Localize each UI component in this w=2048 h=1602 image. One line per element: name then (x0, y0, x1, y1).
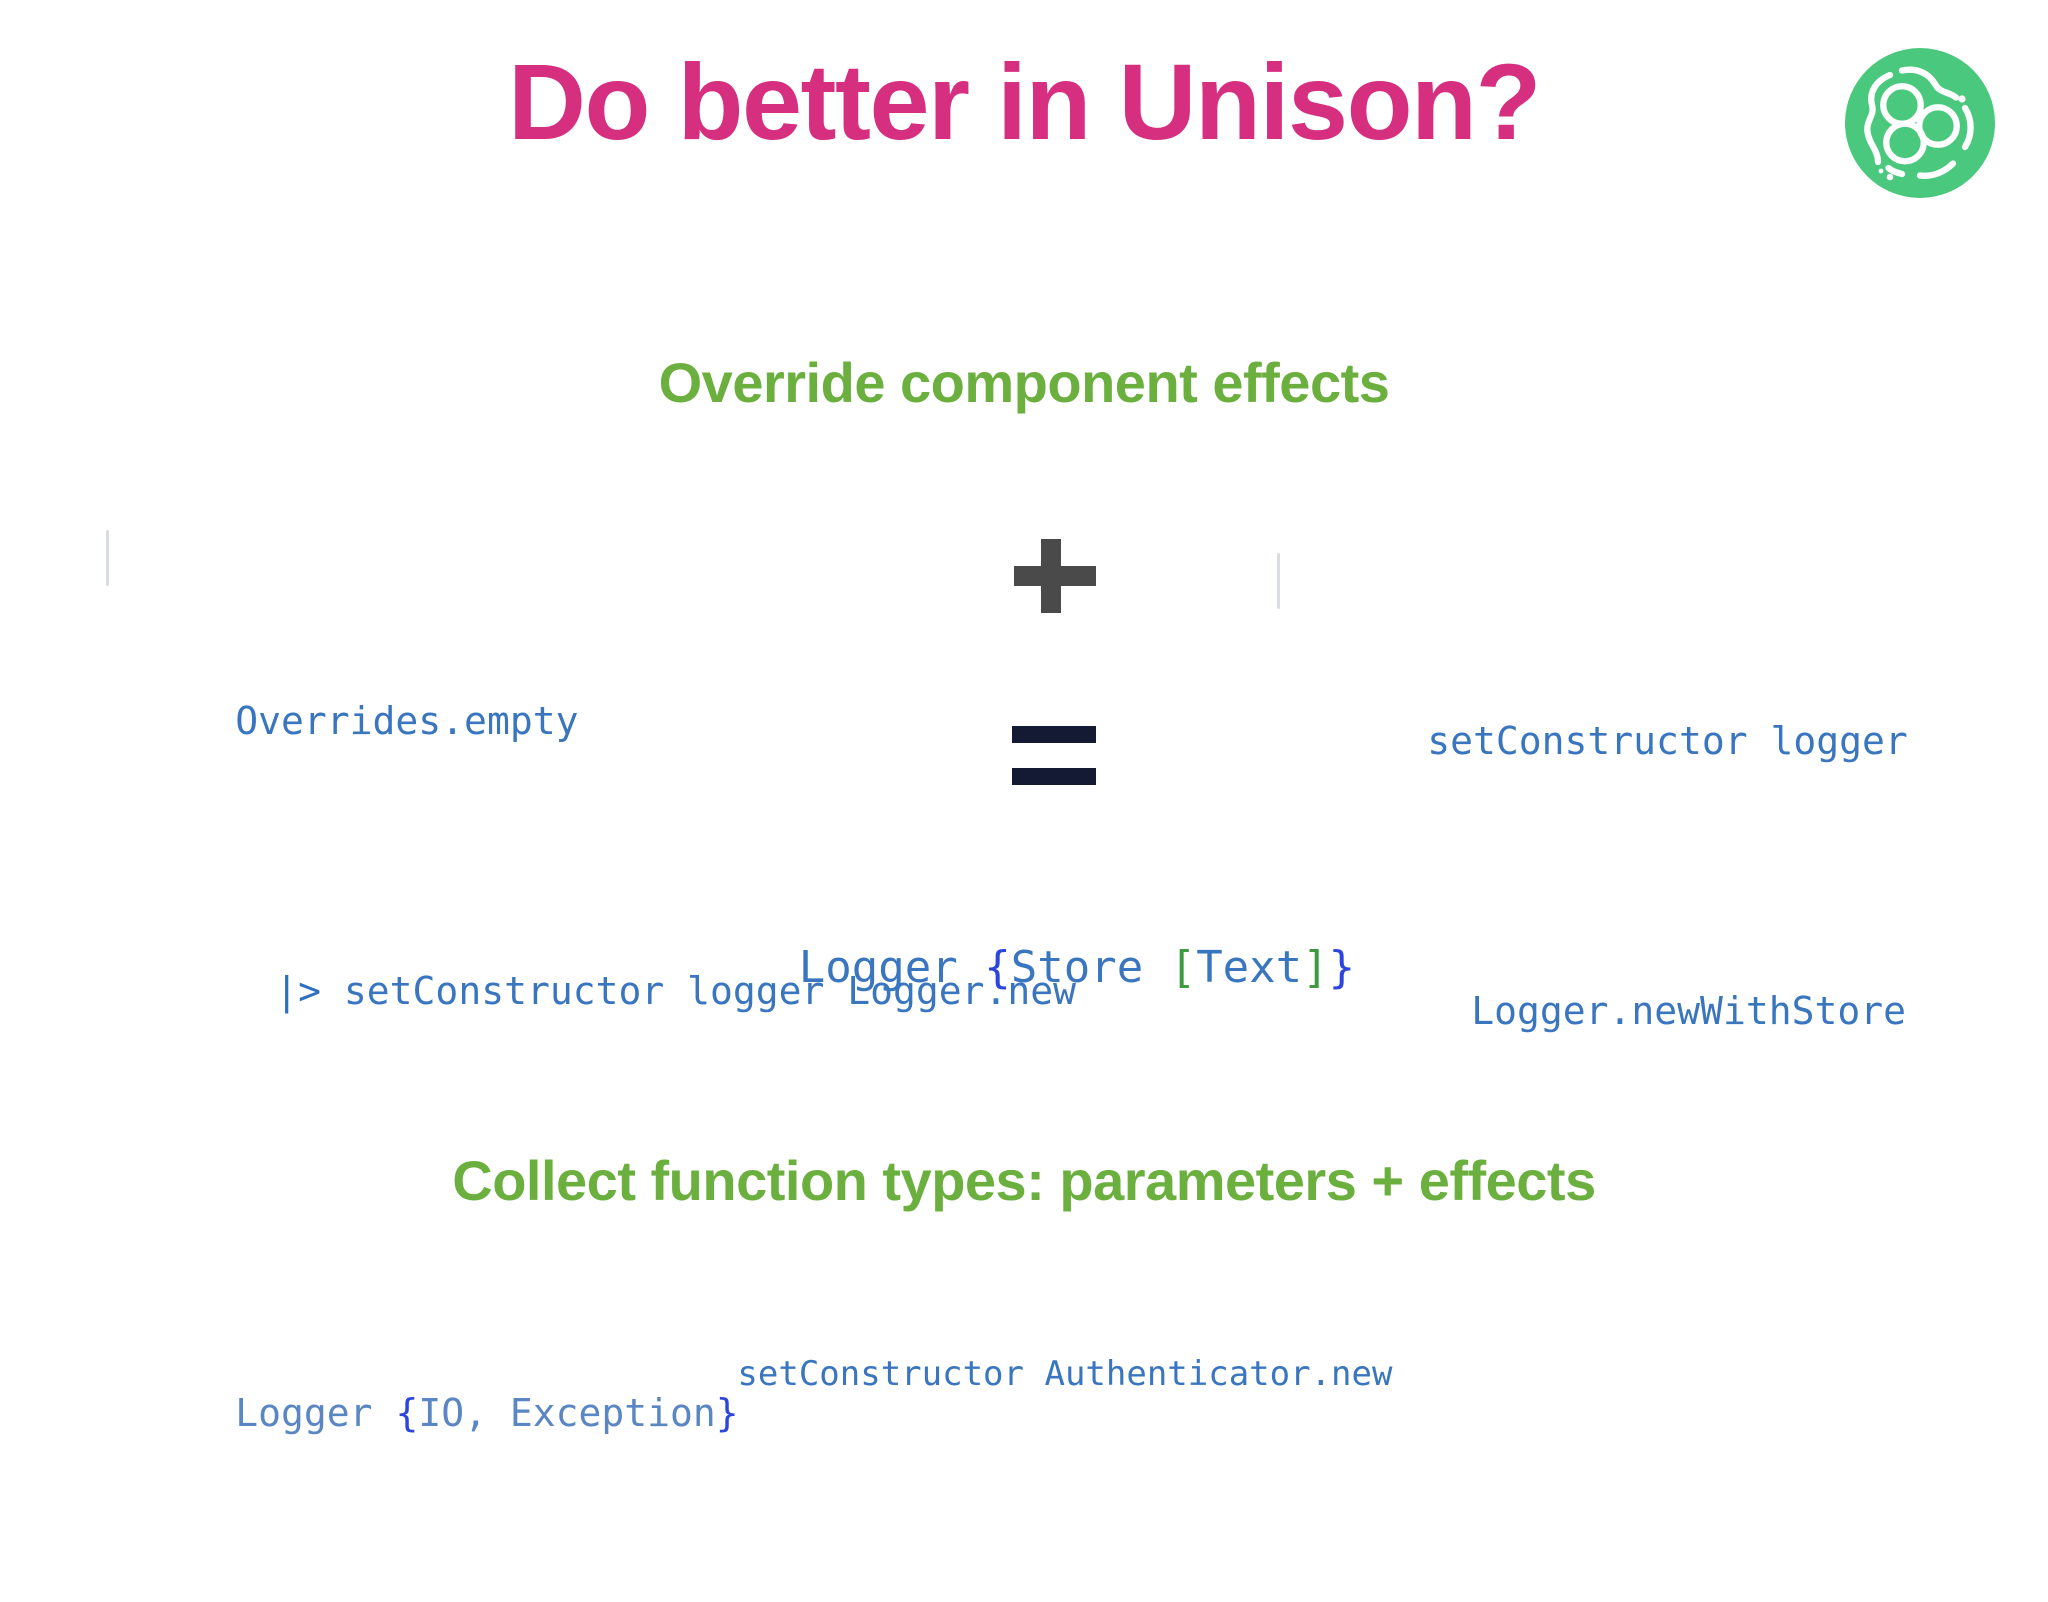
code-text: Overrides.empty (235, 699, 579, 743)
code-line: |> setConstructor logger Logger.new (98, 910, 1076, 1072)
section-heading-collect: Collect function types: parameters + eff… (452, 1149, 1596, 1212)
section-heading-override: Override component effects (658, 351, 1390, 414)
code-block-result: Logger {Store [Text]} (0, 878, 2048, 1058)
pipe-operator: |> (275, 969, 322, 1013)
code-block-bottom: setConstructor Authenticator.new (0, 1302, 2048, 1446)
equals-operator-icon (1012, 722, 1102, 794)
brace-open: { (395, 1391, 419, 1435)
code-text: Logger (798, 942, 985, 993)
code-text: Logger.newWithStore (1471, 989, 1906, 1033)
indent-guide-icon (1277, 553, 1280, 609)
code-line: Logger {IO, Exception} (98, 1332, 1058, 1494)
slide-canvas: Do better in Unison? O (0, 41, 2048, 1446)
code-block-left: Overrides.empty |> setConstructor logger… (98, 478, 1076, 1602)
indent-guide-icon (106, 530, 109, 586)
plus-operator-icon (1010, 530, 1100, 620)
code-text: setConstructor logger (1427, 719, 1908, 763)
code-line: setConstructor logger (1290, 660, 2048, 822)
code-text: Logger (235, 1391, 396, 1435)
code-text: Text (1196, 942, 1303, 993)
bracket-close: ] (1302, 942, 1329, 993)
code-text: IO, Exception (418, 1391, 716, 1435)
code-block-right: setConstructor logger Logger.newWithStor… (1277, 498, 2048, 1200)
bracket-open: [ (1169, 942, 1197, 993)
code-line: Logger.newWithStore (1290, 930, 2048, 1092)
code-text: Store (1010, 942, 1170, 993)
equals-top-bar (1012, 726, 1096, 743)
plus-vertical-bar (1041, 539, 1061, 613)
code-text: setConstructor logger Logger.new (321, 969, 1077, 1013)
brace-close: } (715, 1391, 739, 1435)
code-text: setConstructor Authenticator.new (737, 1354, 1393, 1394)
page-title: Do better in Unison? (508, 41, 1541, 162)
brace-close: } (1328, 942, 1356, 993)
code-line: Overrides.empty (98, 640, 1058, 802)
unison-logo (1845, 48, 1995, 198)
brace-open: { (984, 942, 1011, 993)
equals-bottom-bar (1012, 768, 1096, 785)
